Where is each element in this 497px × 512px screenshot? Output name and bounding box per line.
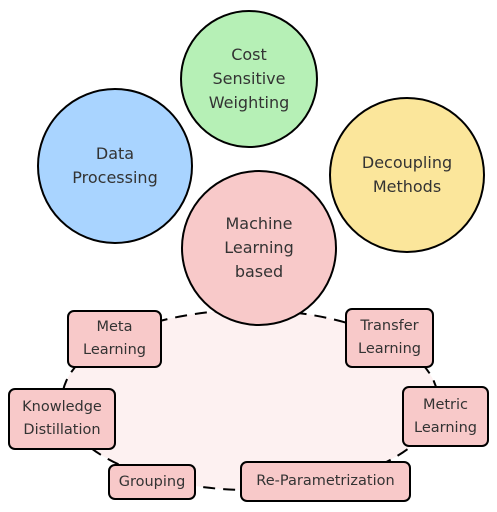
box-knowledge-distillation: Knowledge Distillation [8,388,116,450]
circle-machine-learning-based: Machine Learning based [181,170,337,326]
circle-label: Machine Learning based [224,214,294,281]
box-grouping: Grouping [108,464,196,500]
box-re-parametrization: Re-Parametrization [240,461,411,502]
box-metric-learning: Metric Learning [402,386,489,447]
circle-label: Data Processing [72,144,158,187]
circle-label: Decoupling Methods [361,153,453,196]
circle-label: Cost Sensitive Weighting [208,45,290,112]
circle-decoupling-methods: Decoupling Methods [329,97,485,253]
circle-data-processing: Data Processing [37,88,193,244]
circle-cost-sensitive-weighting: Cost Sensitive Weighting [180,10,318,148]
box-transfer-learning: Transfer Learning [345,308,434,368]
box-meta-learning: Meta Learning [67,310,162,368]
